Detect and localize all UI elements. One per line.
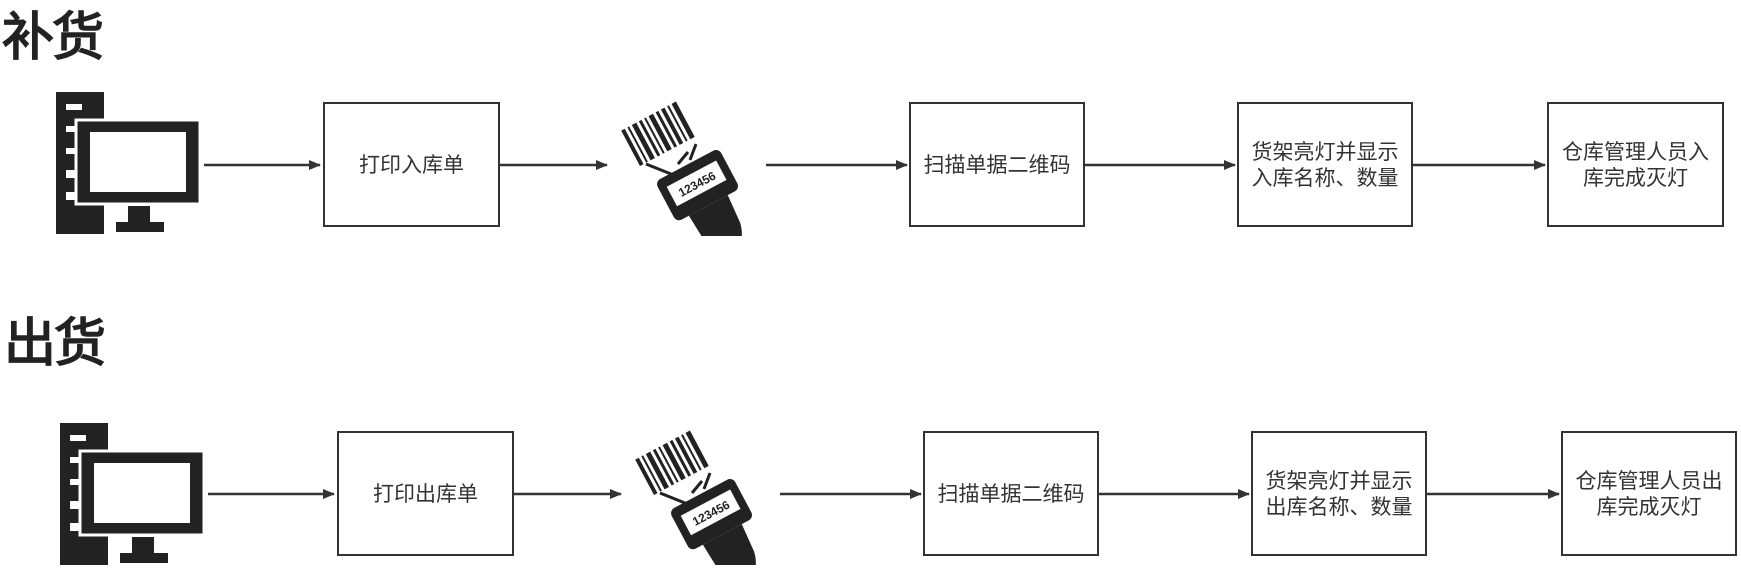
step-print-outbound-slip: 打印出库单 — [337, 431, 514, 556]
section-title-shipment: 出货 — [4, 314, 106, 374]
step-label: 扫描单据二维码 — [937, 481, 1085, 506]
step-label: 仓库管理人员入库完成灭灯 — [1562, 139, 1709, 190]
step-label: 打印入库单 — [359, 152, 464, 177]
step-shelf-light-outbound: 货架亮灯并显示出库名称、数量 — [1251, 431, 1427, 556]
step-scan-qr: 扫描单据二维码 — [909, 102, 1085, 227]
computer-icon — [56, 92, 202, 234]
step-label: 扫描单据二维码 — [923, 152, 1071, 177]
step-outbound-complete: 仓库管理人员出库完成灭灯 — [1561, 431, 1737, 556]
step-inbound-complete: 仓库管理人员入库完成灭灯 — [1547, 102, 1724, 227]
step-label: 货架亮灯并显示出库名称、数量 — [1265, 468, 1413, 519]
step-label: 货架亮灯并显示入库名称、数量 — [1251, 139, 1399, 190]
section-title-restock: 补货 — [2, 8, 104, 68]
step-scan-qr: 扫描单据二维码 — [923, 431, 1099, 556]
step-label: 打印出库单 — [373, 481, 478, 506]
barcode-scanner-icon: 123456 — [635, 430, 756, 565]
computer-icon — [60, 423, 206, 565]
step-label: 仓库管理人员出库完成灭灯 — [1575, 468, 1723, 519]
step-shelf-light-inbound: 货架亮灯并显示入库名称、数量 — [1237, 102, 1413, 227]
step-print-inbound-slip: 打印入库单 — [323, 102, 500, 227]
barcode-scanner-icon: 123456 — [621, 101, 742, 236]
